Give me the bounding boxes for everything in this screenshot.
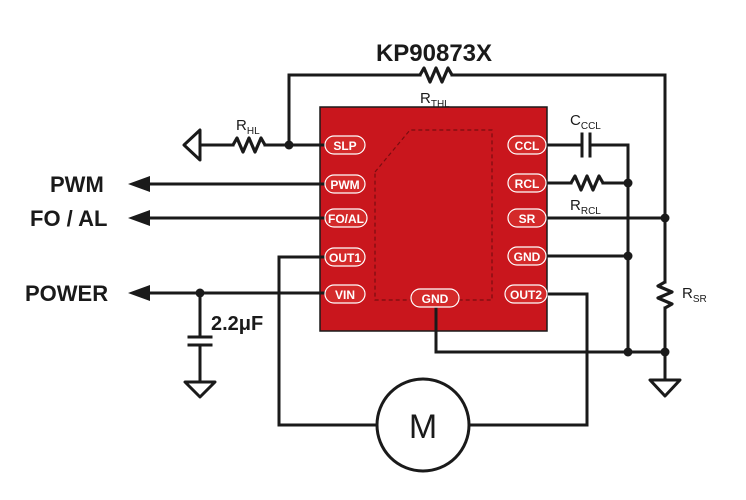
- pin-ccl: [507, 135, 547, 155]
- chip-title: KP90873X: [376, 40, 492, 67]
- ground-symbol-cap: [183, 380, 217, 399]
- pin-pwm: [324, 174, 366, 194]
- wire-rthl-left: [287, 73, 422, 147]
- pin-gnd: [507, 246, 547, 266]
- junction-dot: [660, 213, 670, 223]
- ground-symbol-rsr: [648, 378, 682, 398]
- resistor-rcl: [569, 174, 605, 192]
- ground-symbol-slp: [182, 128, 202, 162]
- label-rthl: RTHL: [420, 90, 450, 110]
- resistor-rsr: [656, 280, 674, 310]
- signal-pwm: PWM: [50, 172, 104, 197]
- motor-label: M: [409, 408, 437, 446]
- cap-vin-value: 2.2μF: [211, 313, 263, 335]
- label-cccl: CCCL: [570, 112, 601, 132]
- wire-gnd-pad: [434, 303, 667, 354]
- wire-rthl-right: [450, 73, 667, 284]
- pin-label: PWM: [330, 178, 359, 192]
- pin-label: CCL: [515, 139, 540, 153]
- pin-rcl: [507, 173, 547, 193]
- pin-gnd-pad: [410, 288, 460, 308]
- arrow-power: [128, 285, 150, 301]
- pin-label: SR: [519, 212, 536, 226]
- pin-label: VIN: [335, 288, 355, 302]
- pin-sr: [507, 208, 547, 228]
- pin-label: SLP: [333, 139, 356, 153]
- pin-label: GND: [514, 250, 541, 264]
- pin-fo-al: [324, 208, 368, 228]
- resistor-rthl: [418, 66, 454, 84]
- wire-out2-motor: [467, 292, 589, 427]
- arrow-pwm: [128, 176, 150, 192]
- label-rhl: RHL: [236, 117, 260, 137]
- junction-dot: [623, 251, 633, 261]
- motor-symbol: [375, 377, 471, 473]
- junction-dot: [660, 347, 670, 357]
- junction-dot: [623, 178, 633, 188]
- wire-ccl-right: [590, 143, 630, 354]
- pin-slp: [324, 135, 366, 155]
- signal-fo-al: FO / AL: [30, 206, 107, 231]
- pin-label: RCL: [515, 177, 540, 191]
- pin-vin: [324, 284, 366, 304]
- pin-out1: [324, 247, 366, 267]
- label-rsr: RSR: [682, 285, 707, 305]
- pin-label: FO/AL: [328, 212, 364, 226]
- pin-label: OUT1: [329, 251, 361, 265]
- pin-label: OUT2: [510, 288, 542, 302]
- junction-dot: [284, 140, 294, 150]
- label-rrcl: RRCL: [570, 197, 601, 217]
- pin-out2: [504, 284, 548, 304]
- ic-thermal-pad-outline: [374, 129, 493, 301]
- resistor-rhl: [231, 136, 267, 154]
- arrow-fo-al: [128, 210, 150, 226]
- wire-out1-motor: [277, 255, 379, 427]
- pin-label: GND: [422, 292, 449, 306]
- signal-power: POWER: [25, 281, 108, 306]
- junction-dot: [623, 347, 633, 357]
